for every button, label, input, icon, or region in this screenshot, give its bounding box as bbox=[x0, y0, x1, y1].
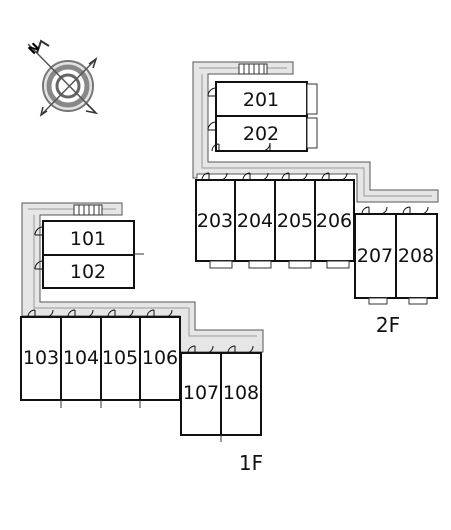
unit-106-label: 106 bbox=[142, 347, 178, 369]
unit-103-label: 103 bbox=[23, 347, 59, 369]
unit-203-label: 203 bbox=[197, 210, 233, 232]
unit-105 bbox=[100, 316, 141, 401]
unit-102 bbox=[42, 254, 135, 289]
unit-108 bbox=[220, 352, 262, 436]
unit-106 bbox=[139, 316, 181, 401]
unit-104 bbox=[60, 316, 102, 401]
stair-icon bbox=[73, 204, 103, 216]
unit-102-label: 102 bbox=[70, 261, 106, 283]
unit-104-label: 104 bbox=[63, 347, 99, 369]
unit-206-label: 206 bbox=[316, 210, 352, 232]
unit-204-label: 204 bbox=[237, 210, 273, 232]
unit-205-label: 205 bbox=[277, 210, 313, 232]
floor-1f-plan: 101 102 103 104 105 106 107 108 1F bbox=[20, 202, 264, 475]
unit-205 bbox=[274, 179, 316, 262]
floor-1f-label: 1F bbox=[239, 451, 263, 475]
unit-108-label: 108 bbox=[223, 382, 259, 404]
stair-icon bbox=[238, 63, 268, 75]
unit-207 bbox=[354, 213, 397, 299]
unit-101-label: 101 bbox=[70, 228, 106, 250]
unit-202 bbox=[215, 115, 308, 152]
unit-201-label: 201 bbox=[243, 89, 279, 111]
floor-2f-plan: 201 202 203 204 205 206 207 208 2F bbox=[192, 61, 439, 337]
unit-105-label: 105 bbox=[102, 347, 138, 369]
unit-207-label: 207 bbox=[357, 245, 393, 267]
floor-2f-label: 2F bbox=[376, 313, 400, 337]
unit-208-label: 208 bbox=[398, 245, 434, 267]
north-compass-icon: N bbox=[26, 39, 99, 117]
unit-202-label: 202 bbox=[243, 123, 279, 145]
unit-107 bbox=[180, 352, 222, 436]
unit-107-label: 107 bbox=[183, 382, 219, 404]
